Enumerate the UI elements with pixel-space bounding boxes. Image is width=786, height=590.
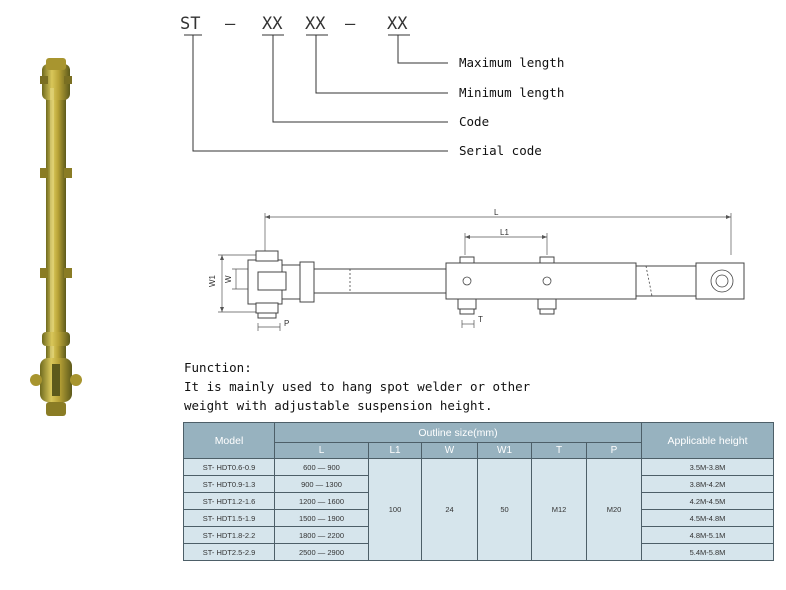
function-line-2: weight with adjustable suspension height… [184, 398, 493, 413]
code-part-max: XX [387, 14, 408, 34]
table-row: ST- HDT0.6-0.9 600 — 900 100 24 50 M12 M… [183, 458, 775, 561]
dim-label-P: P [284, 319, 289, 328]
product-photo [30, 58, 82, 416]
code-dash-1: — [225, 14, 236, 34]
cell-model: ST- HDT2.5-2.9 [183, 543, 275, 561]
cell-L: 2500 — 2900 [274, 543, 369, 561]
label-maximum-length: Maximum length [459, 55, 564, 70]
cell-height: 3.8M-4.2M [641, 475, 775, 493]
spec-table: Model Outline size(mm) Applicable height… [183, 422, 775, 561]
label-minimum-length: Minimum length [459, 85, 564, 100]
cell-W-shared: 24 [421, 458, 478, 561]
table-row: ST- HDT2.5-2.9 2500 — 2900 5.4M-5.8M [183, 543, 775, 561]
table-row: ST- HDT0.9-1.3 900 — 1300 3.8M-4.2M [183, 475, 775, 493]
header-P: P [585, 442, 643, 459]
dim-label-L1: L1 [500, 228, 509, 237]
function-description: Function: It is mainly used to hang spot… [184, 358, 704, 415]
header-W: W [421, 442, 478, 459]
cell-height: 4.5M-4.8M [641, 509, 775, 527]
cell-L: 1800 — 2200 [274, 526, 369, 544]
cell-L: 600 — 900 [274, 458, 369, 476]
cell-model: ST- HDT1.2-1.6 [183, 492, 275, 510]
function-heading: Function: [184, 360, 252, 375]
cell-L: 1200 — 1600 [274, 492, 369, 510]
cell-height: 4.8M-5.1M [641, 526, 775, 544]
header-L1: L1 [368, 442, 422, 459]
cell-L1-shared: 100 [368, 458, 422, 561]
cell-W1-shared: 50 [477, 458, 532, 561]
cell-L: 1500 — 1900 [274, 509, 369, 527]
technical-drawing: L L1 W1 W P T [208, 208, 745, 331]
code-dash-2: — [345, 14, 356, 34]
dim-label-L: L [494, 208, 499, 217]
header-applicable-height: Applicable height [641, 422, 775, 459]
dim-label-W1: W1 [208, 274, 217, 287]
cell-height: 5.4M-5.8M [641, 543, 775, 561]
label-serial-code: Serial code [459, 143, 542, 158]
dim-label-T: T [478, 315, 483, 324]
cell-model: ST- HDT0.6-0.9 [183, 458, 275, 476]
header-L: L [274, 442, 369, 459]
table-row: ST- HDT1.2-1.6 1200 — 1600 4.2M-4.5M [183, 492, 775, 510]
dim-label-W: W [224, 275, 233, 283]
header-T: T [531, 442, 587, 459]
cell-P-shared: M20 [585, 458, 643, 561]
function-line-1: It is mainly used to hang spot welder or… [184, 379, 531, 394]
code-format-diagram: ST — XX XX — XX Maximum length Minimum l… [180, 14, 564, 158]
code-part-min: XX [305, 14, 326, 34]
header-outline-size: Outline size(mm) [273, 422, 643, 443]
table-row: ST- HDT1.8-2.2 1800 — 2200 4.8M-5.1M [183, 526, 775, 544]
code-part-serial: ST [180, 14, 200, 34]
cell-model: ST- HDT1.8-2.2 [183, 526, 275, 544]
cell-height: 4.2M-4.5M [641, 492, 775, 510]
cell-T-shared: M12 [531, 458, 587, 561]
header-model: Model [183, 422, 275, 459]
header-W1: W1 [477, 442, 532, 459]
cell-L: 900 — 1300 [274, 475, 369, 493]
code-part-code: XX [262, 14, 283, 34]
cell-model: ST- HDT0.9-1.3 [183, 475, 275, 493]
label-code: Code [459, 114, 489, 129]
cell-height: 3.5M-3.8M [641, 458, 775, 476]
cell-model: ST- HDT1.5-1.9 [183, 509, 275, 527]
